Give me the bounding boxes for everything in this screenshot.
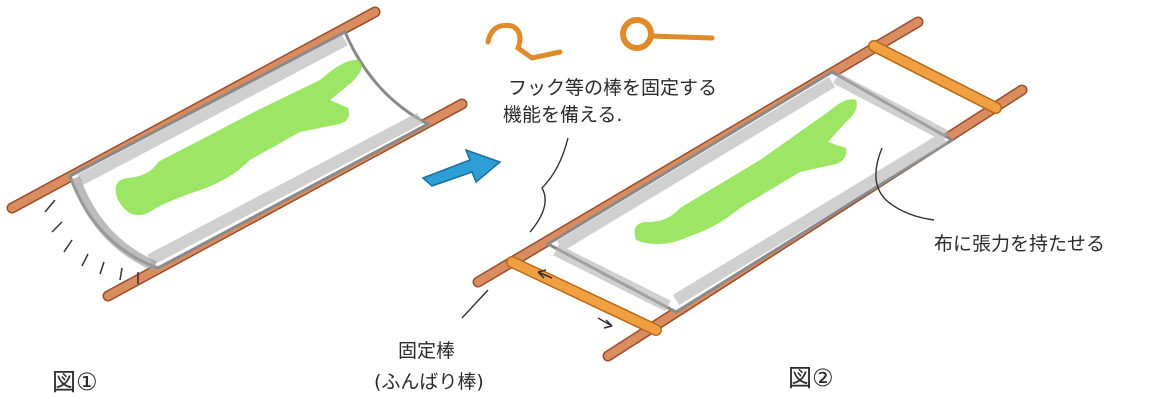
hook-icon — [485, 22, 563, 61]
ring-icon — [620, 17, 715, 51]
cloth-tension-note: 布に張力を持たせる — [934, 233, 1105, 255]
fig1-sag-arrows — [44, 199, 139, 284]
figure-2-stretcher — [472, 16, 1028, 362]
fig2-fixing-bar-top — [868, 40, 1002, 114]
fixing-bar-label-line1: 固定棒 — [398, 340, 455, 362]
fixing-bar-label-line2: (ふんばり棒) — [374, 371, 484, 393]
figure-2-label: 図② — [788, 364, 834, 392]
fig2-tension-arrows — [537, 269, 613, 329]
figure-1-stretcher — [6, 6, 468, 302]
hook-fixing-note-line2: 機能を備える. — [503, 104, 622, 126]
figure-1-label: 図① — [52, 368, 98, 396]
blue-transition-arrow-icon — [421, 148, 502, 187]
hook-fixing-note-line1: フック等の棒を固定する — [508, 77, 717, 99]
leader-lines — [461, 137, 935, 319]
fig1-person — [115, 59, 362, 216]
fig2-fixing-bar-bottom — [506, 256, 662, 336]
fig2-person — [634, 99, 857, 245]
